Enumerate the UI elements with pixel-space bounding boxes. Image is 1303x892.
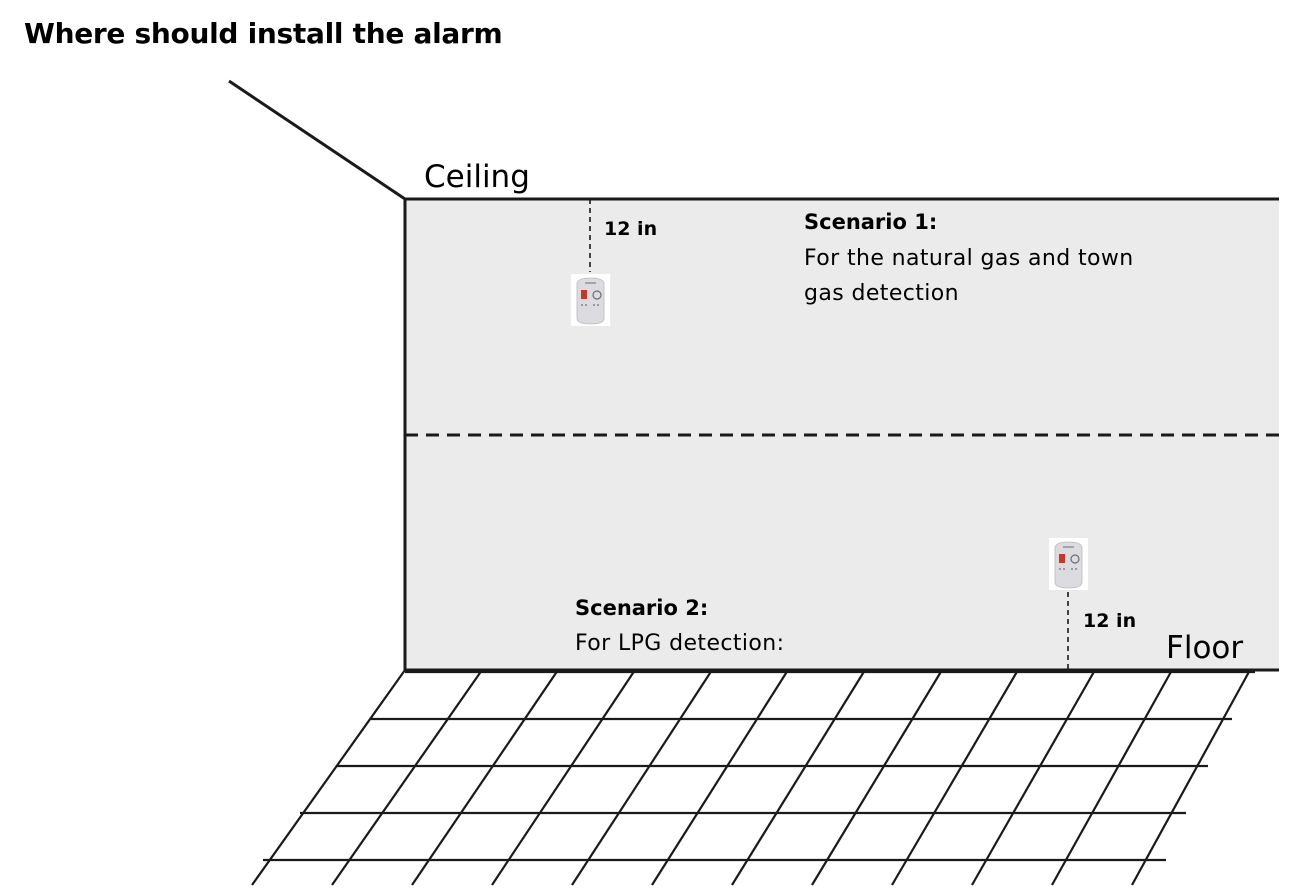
scenario-2-text: For LPG detection: xyxy=(575,631,785,656)
gas-detector-icon xyxy=(1049,538,1088,590)
scenario-1-title: Scenario 1: xyxy=(804,210,938,234)
floor-grid-line xyxy=(571,669,713,886)
wall xyxy=(405,199,1279,669)
floor-grid-line xyxy=(1051,669,1173,886)
floor-grid-line xyxy=(331,669,483,886)
floor-grid-line xyxy=(891,669,1019,886)
top-distance-label: 12 in xyxy=(604,218,658,240)
floor-grid-line xyxy=(731,669,866,886)
floor-grid-line xyxy=(251,669,406,886)
gas-detector-icon xyxy=(571,274,610,326)
bottom-distance-label: 12 in xyxy=(1083,610,1137,632)
scenario-1-text-line-2: gas detection xyxy=(804,281,959,306)
floor-grid-line xyxy=(411,669,559,886)
page-title: Where should install the alarm xyxy=(24,17,503,50)
ceiling-edge-line xyxy=(228,79,406,201)
scenario-2-title: Scenario 2: xyxy=(575,596,709,620)
floor-grid-line xyxy=(971,669,1096,886)
floor-grid xyxy=(251,669,1255,886)
ceiling-label: Ceiling xyxy=(424,159,530,195)
floor-grid-line xyxy=(491,669,636,886)
floor-label: Floor xyxy=(1166,630,1244,666)
scenario-1-text-line-1: For the natural gas and town xyxy=(804,246,1134,271)
floor-grid-line xyxy=(811,669,943,886)
floor-grid-line xyxy=(1131,669,1251,886)
floor-grid-line xyxy=(651,669,789,886)
